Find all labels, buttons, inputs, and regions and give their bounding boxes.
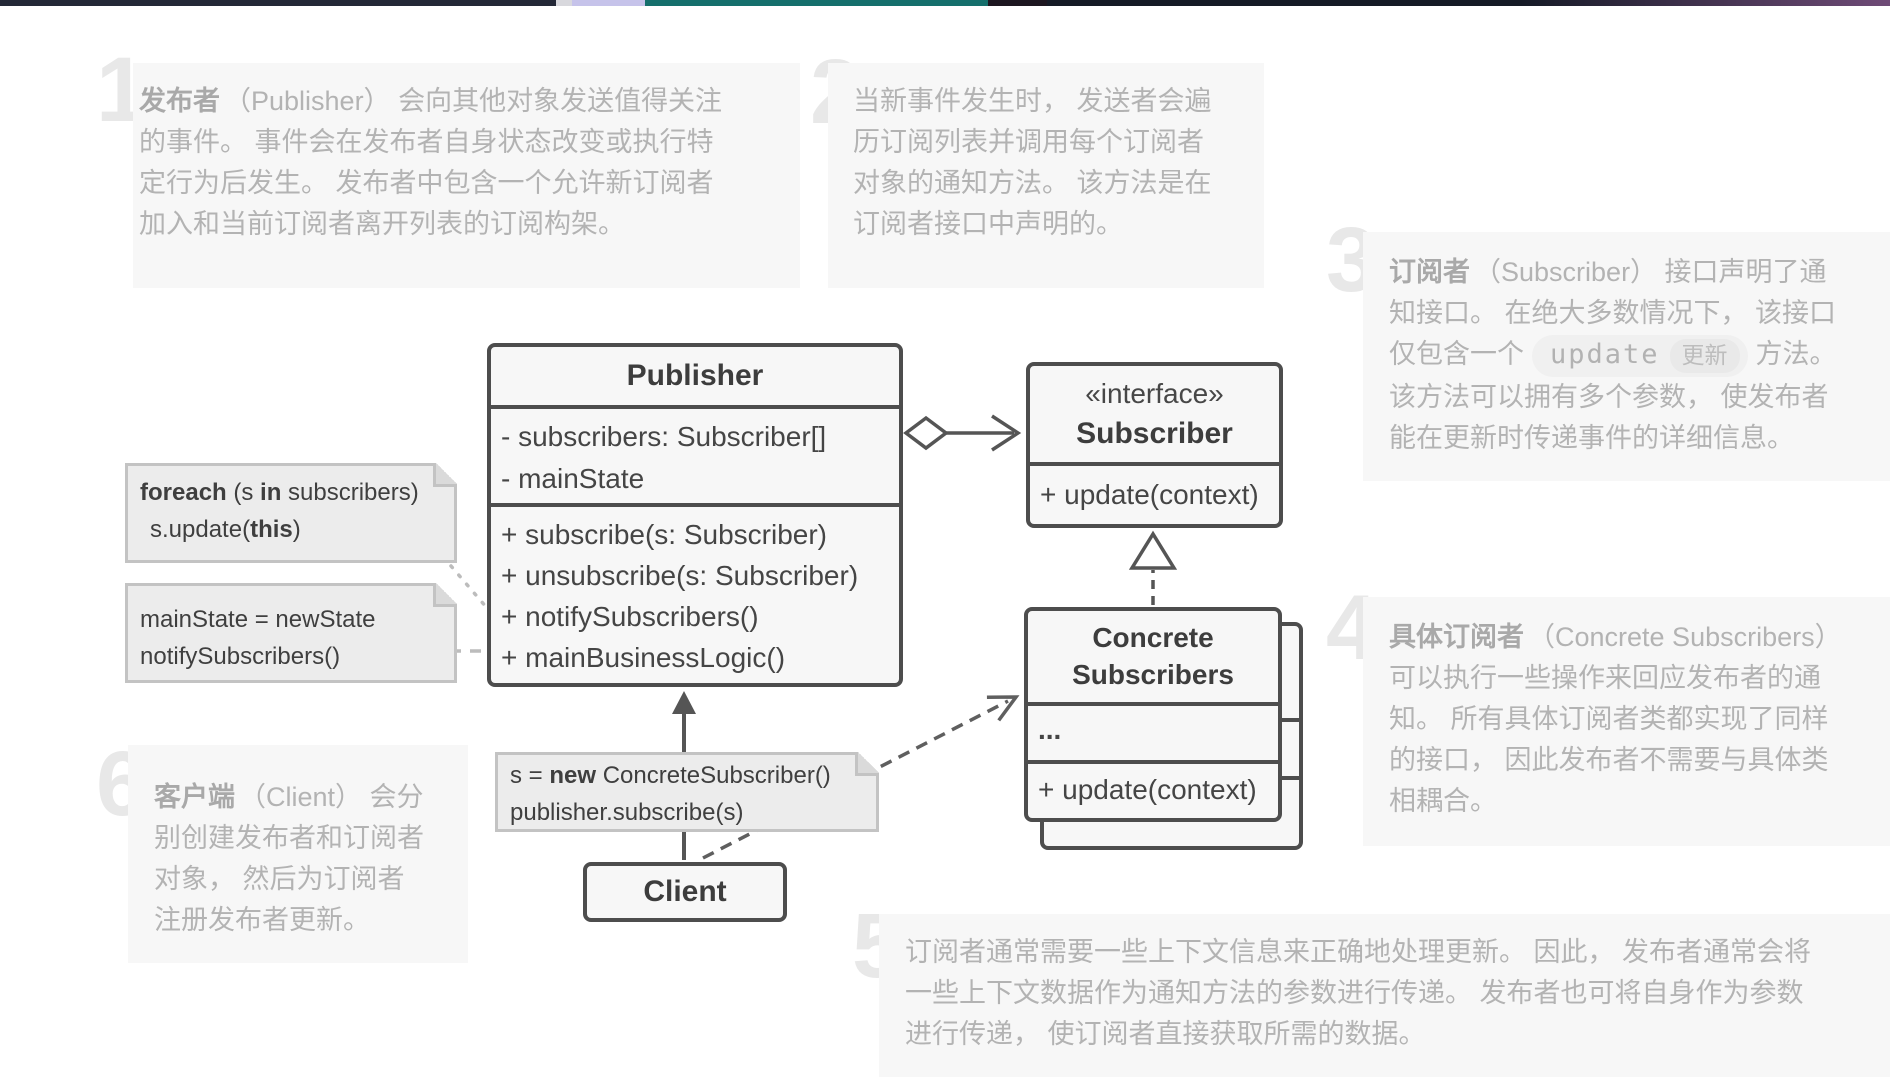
concrete-methods: + update(context): [1028, 760, 1278, 818]
panel-publisher-desc: 发布者（Publisher） 会向其他对象发送值得关注 的事件。 事件会在发布者…: [133, 63, 800, 288]
concrete-title-line2: Subscribers: [1072, 659, 1234, 690]
realization-triangle: [1128, 530, 1178, 570]
concrete-ellipsis: ...: [1038, 714, 1062, 745]
publisher-method-notify: + notifySubscribers(): [501, 601, 759, 632]
client-title: Client: [643, 875, 727, 908]
browser-top-sliver: [0, 0, 1890, 6]
concrete-title-section: Concrete Subscribers: [1028, 611, 1278, 702]
topbar-seg-3: [645, 0, 988, 6]
topbar-seg-4: [988, 0, 1047, 6]
client-concrete-arrowhead: [986, 695, 1020, 722]
panel-publisher-lead: 发布者: [139, 86, 220, 116]
subscriber-stereotype: «interface»: [1085, 378, 1224, 409]
panel-event-body: 当新事件发生时， 发送者会遍 历订阅列表并调用每个订阅者 对象的通知方法。 该方…: [853, 86, 1212, 239]
concrete-ellipsis-row: ...: [1028, 702, 1278, 760]
panel-subscriber-body-1: （Subscriber） 接口声明了通 知接口。 在绝大多数情况下， 该接口 仅…: [1389, 257, 1837, 369]
subscriber-title: Subscriber: [1076, 417, 1233, 450]
uml-class-publisher: Publisher - subscribers: Subscriber[] - …: [487, 343, 903, 687]
panel-client-desc: 客户端（Client） 会分 别创建发布者和订阅者 对象， 然后为订阅者 注册发…: [128, 745, 468, 963]
panel-client-body: （Client） 会分 别创建发布者和订阅者 对象， 然后为订阅者 注册发布者更…: [154, 782, 424, 935]
publisher-attr-subscribers: - subscribers: Subscriber[]: [501, 421, 827, 452]
note-foreach: foreach (s in subscribers) s.update(this…: [125, 463, 457, 563]
update-code-pill: update 更新: [1532, 334, 1748, 377]
publisher-method-mainlogic: + mainBusinessLogic(): [501, 642, 786, 673]
topbar-seg-0: [0, 0, 556, 6]
note-mainstate-line2: notifySubscribers(): [140, 643, 341, 670]
note-client-code-line1: s = new ConcreteSubscriber(): [510, 762, 831, 789]
note-client-code-line2: publisher.subscribe(s): [510, 799, 744, 826]
topbar-seg-6: [1520, 0, 1890, 6]
note-mainstate: mainState = newState notifySubscribers(): [125, 583, 457, 683]
aggregation-diamond: [903, 415, 949, 451]
publisher-attributes: - subscribers: Subscriber[] - mainState: [491, 405, 899, 503]
subscriber-title-section: «interface» Subscriber: [1030, 366, 1279, 462]
uml-interface-subscriber: «interface» Subscriber + update(context): [1026, 362, 1283, 528]
update-translation-badge: 更新: [1669, 338, 1740, 373]
subscriber-method-update: + update(context): [1040, 479, 1259, 510]
publisher-title: Publisher: [626, 359, 764, 392]
panel-context-desc: 订阅者通常需要一些上下文信息来正确地处理更新。 因此， 发布者通常会将 一些上下…: [879, 914, 1890, 1077]
panel-concrete-body: （Concrete Subscribers） 可以执行一些操作来回应发布者的通 …: [1389, 622, 1842, 816]
client-publisher-arrowhead: [672, 691, 696, 714]
note-client-code: s = new ConcreteSubscriber() publisher.s…: [495, 752, 879, 832]
panel-subscriber-body-2: 方法。 该方法可以拥有多个参数， 使发布者 能在更新时传递事件的详细信息。: [1389, 339, 1837, 453]
publisher-methods: + subscribe(s: Subscriber) + unsubscribe…: [491, 503, 899, 683]
topbar-seg-2: [572, 0, 645, 6]
concrete-title-line1: Concrete: [1092, 622, 1214, 653]
uml-class-concrete-subscribers: Concrete Subscribers ... + update(contex…: [1024, 607, 1282, 822]
note-foreach-line1: foreach (s in subscribers): [140, 479, 419, 506]
panel-subscriber-desc: 订阅者（Subscriber） 接口声明了通 知接口。 在绝大多数情况下， 该接…: [1363, 232, 1890, 481]
panel-subscriber-lead: 订阅者: [1389, 257, 1470, 287]
update-code-text: update: [1550, 338, 1660, 370]
note-mainstate-line1: mainState = newState: [140, 606, 376, 633]
panel-client-lead: 客户端: [154, 782, 235, 812]
panel-concrete-lead: 具体订阅者: [1389, 622, 1524, 652]
publisher-method-unsubscribe: + unsubscribe(s: Subscriber): [501, 560, 859, 591]
concrete-back-divider-1: [1280, 718, 1303, 722]
subscriber-methods: + update(context): [1030, 462, 1279, 524]
topbar-seg-5: [1047, 0, 1520, 6]
concrete-back-divider-2: [1280, 776, 1303, 780]
publisher-attr-mainstate: - mainState: [501, 463, 645, 494]
note-foreach-dotted-link: [449, 564, 489, 610]
panel-context-body: 订阅者通常需要一些上下文信息来正确地处理更新。 因此， 发布者通常会将 一些上下…: [905, 937, 1812, 1049]
note-foreach-line2: s.update(this): [150, 516, 301, 543]
panel-concrete-desc: 具体订阅者（Concrete Subscribers） 可以执行一些操作来回应发…: [1363, 597, 1890, 846]
concrete-method-update: + update(context): [1038, 774, 1257, 805]
topbar-seg-1: [556, 0, 572, 6]
aggregation-arrowhead: [991, 414, 1022, 452]
panel-publisher-body: （Publisher） 会向其他对象发送值得关注 的事件。 事件会在发布者自身状…: [139, 86, 723, 239]
publisher-method-subscribe: + subscribe(s: Subscriber): [501, 519, 828, 550]
uml-class-client: Client: [583, 862, 787, 922]
panel-event-desc: 当新事件发生时， 发送者会遍 历订阅列表并调用每个订阅者 对象的通知方法。 该方…: [828, 63, 1264, 288]
